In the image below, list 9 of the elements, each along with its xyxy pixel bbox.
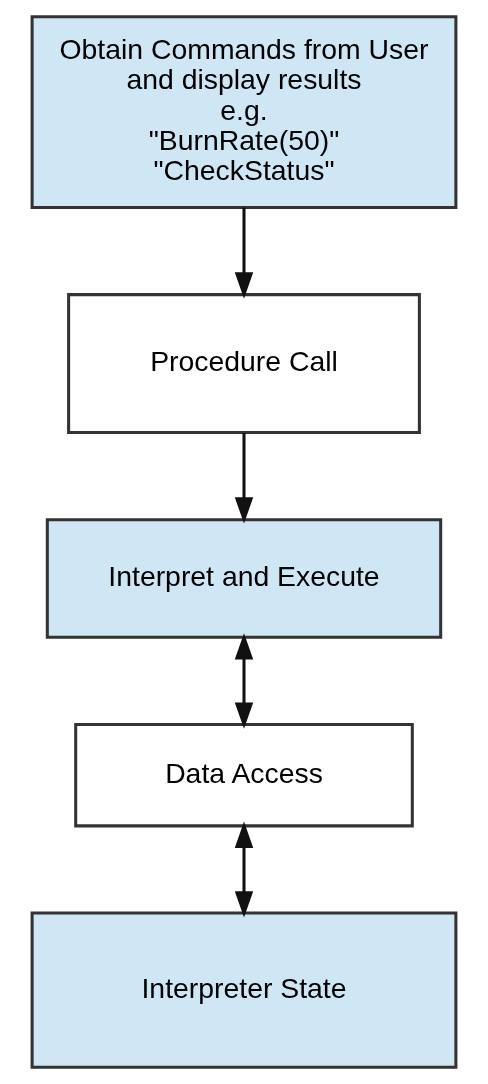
arrow: [234, 432, 254, 524]
arrow: [234, 821, 254, 918]
node-box: Obtain Commands from User and display results e.g. "BurnRate(50)" "CheckStatus": [30, 15, 458, 209]
node-box: Interpreter State: [30, 911, 458, 1069]
node-box: Data Access: [74, 722, 414, 828]
node-box: Interpret and Execute: [45, 518, 443, 639]
arrow: [234, 633, 254, 729]
node-box: Procedure Call: [67, 293, 421, 435]
arrow: [234, 207, 254, 299]
